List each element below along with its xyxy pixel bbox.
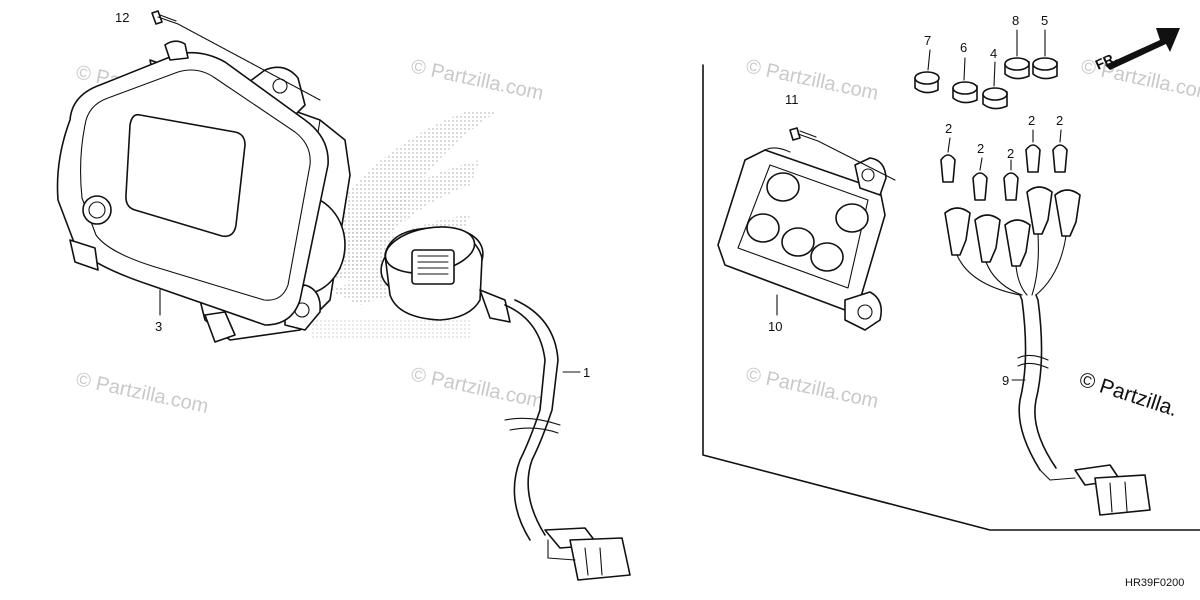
bulbs bbox=[940, 144, 1068, 201]
watermark-text: © Partzilla.com bbox=[409, 55, 545, 105]
callout-2: 2 bbox=[1056, 113, 1063, 128]
lens-caps bbox=[914, 57, 1058, 110]
leader-lines-left bbox=[159, 289, 581, 373]
callout-2: 2 bbox=[977, 141, 984, 156]
leader-lines-right bbox=[776, 29, 1062, 381]
meter-assembly bbox=[56, 40, 351, 343]
callout-12: 12 bbox=[115, 10, 129, 25]
frame-outline bbox=[702, 64, 1200, 531]
callout-6: 6 bbox=[960, 40, 967, 55]
callout-2: 2 bbox=[1028, 113, 1035, 128]
callout-9: 9 bbox=[1002, 373, 1009, 388]
indicator-wire-harness bbox=[944, 186, 1151, 516]
callout-1: 1 bbox=[583, 365, 590, 380]
callout-11: 11 bbox=[785, 92, 799, 107]
callout-2: 2 bbox=[945, 121, 952, 136]
watermark-text: © Partzilla.com bbox=[74, 368, 210, 418]
callout-3: 3 bbox=[155, 319, 162, 334]
screw-11 bbox=[789, 127, 896, 181]
callout-8: 8 bbox=[1012, 13, 1019, 28]
callout-5: 5 bbox=[1041, 13, 1048, 28]
watermark-text: © Partzilla.com bbox=[744, 363, 880, 413]
callout-10: 10 bbox=[768, 319, 782, 334]
copyright-notice: © Partzilla. bbox=[1076, 368, 1180, 421]
callout-7: 7 bbox=[924, 33, 931, 48]
diagram-code: HR39F0200 bbox=[1125, 577, 1184, 589]
indicator-housing bbox=[717, 147, 887, 331]
callout-4: 4 bbox=[990, 46, 997, 61]
meter-wire-harness bbox=[380, 226, 631, 581]
watermark-text: © Partzilla.com bbox=[409, 363, 545, 413]
watermark-text: © Partzilla.com bbox=[744, 55, 880, 105]
callout-2: 2 bbox=[1007, 146, 1014, 161]
screw-12 bbox=[151, 10, 321, 101]
front-arrow-icon bbox=[1105, 28, 1180, 70]
callouts: 12 3 1 11 10 9 7 6 4 8 5 2 2 2 2 2 bbox=[115, 10, 1063, 388]
